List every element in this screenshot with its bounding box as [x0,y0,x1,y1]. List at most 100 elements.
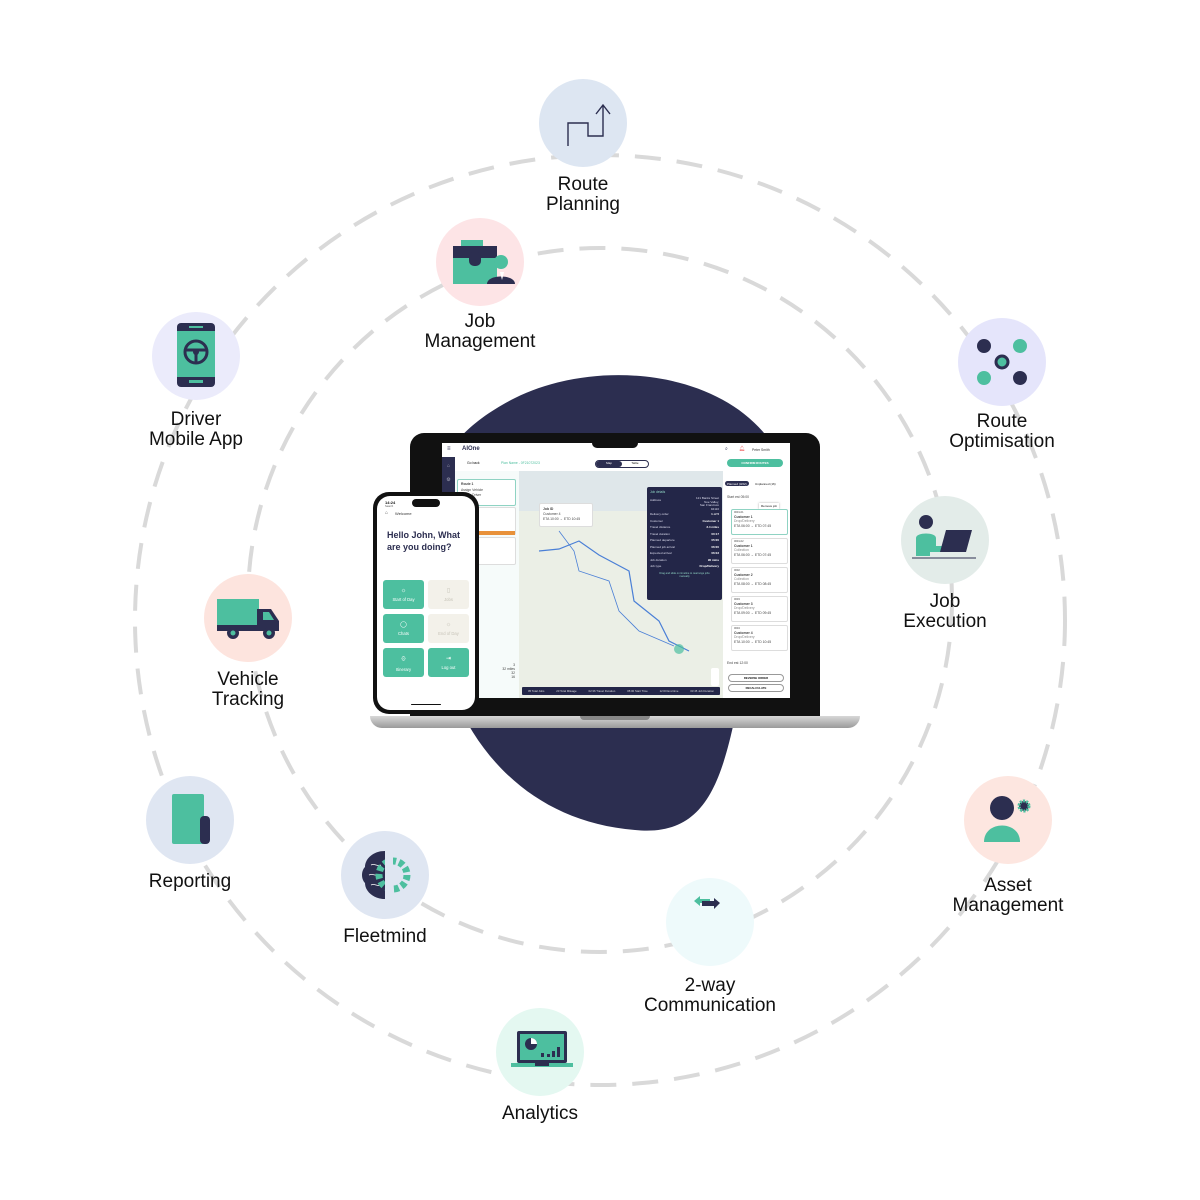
tile-label: End of Day [438,630,459,636]
desktop-app-screen: ≡ AIOne ⌕ 🔔︎ Peter Smith ⌂ ⚙ Go back Pla… [442,443,790,698]
job-details-hint: Drag and slide on timeline to rearrange … [659,571,710,578]
recalculate-button[interactable]: RECALCULATE [728,684,784,692]
brain-gear-icon [341,831,429,919]
tab-map[interactable]: Map [596,461,622,467]
planned-tab[interactable]: Planned (3/22) [725,481,749,486]
home-icon[interactable]: ⌂ [446,463,451,469]
tile-log-out[interactable]: ⇥ Log out [428,648,469,677]
clipboard-icon: ▯ [446,588,451,594]
sunrise-icon: ☼ [400,587,407,594]
timeline-end: End est 12:00 [727,661,748,665]
go-back-link[interactable]: Go back [467,461,480,465]
stat-value: 32 [511,671,515,675]
route-title: Route 1 [461,482,474,486]
back-to-search[interactable]: Search [385,505,394,508]
screen-title: Welcome [395,511,412,516]
document-icon [146,776,234,864]
home-icon[interactable]: ⌂ [385,510,389,516]
search-icon[interactable]: ⌕ [725,446,728,452]
tile-start-of-day[interactable]: ☼Start of Day [383,580,424,609]
nodes-icon [958,318,1046,406]
tile-itinerary[interactable]: ⌚︎Itinerary [383,648,424,677]
laptop-base [370,716,860,728]
feature-label: Job [929,591,961,612]
stat-value: 16 [511,675,515,679]
feature-label: Tracking [211,689,285,710]
vehicle-select[interactable]: Assign Vehicle [461,488,484,492]
feature-label: Route [557,174,609,195]
person-gear-icon [964,776,1052,864]
reverse-order-button[interactable]: REVERSE ORDER [728,674,784,682]
feature-label: Reporting [148,871,232,892]
feature-label: Asset [984,875,1032,896]
hamburger-menu-icon[interactable]: ≡ [447,446,451,452]
laptop-chart-icon [496,1008,584,1096]
route-stats: 3 32 miles 32 16 [495,663,515,679]
tab-table[interactable]: Table [631,461,639,465]
tile-label: Itinerary [395,666,412,672]
feature-label: Driver [170,409,222,430]
mobile-app-screen: 14:24 Search ⌂ Welcome Hello John, What … [377,496,475,710]
bidirectional-arrows-icon [666,878,754,966]
home-indicator [411,703,441,705]
phone-steering-wheel-icon [152,312,240,400]
unplanned-tab[interactable]: Unplanned (16) [755,482,776,486]
phone-dynamic-island [412,499,440,507]
zoom-controls[interactable] [711,668,719,686]
tile-jobs[interactable]: ▯ Jobs [428,580,469,609]
feature-label: Planning [546,194,620,215]
status-time: 14:24 [385,500,396,505]
timeline-panel: Planned (3/22) Unplanned (16) Start est … [723,471,790,698]
plan-name: Plan Name - 0F21072023 [501,461,540,465]
feature-label: Analytics [501,1103,579,1124]
feature-label: Route [976,411,1028,432]
tile-label: Jobs [444,597,453,602]
feature-label: Communication [644,995,776,1016]
job-popup-card[interactable]: Job ID Customer 4 ETA 10:00 → ETD 10:45 [539,503,593,527]
user-menu[interactable]: Peter Smith [752,448,770,452]
person-laptop-icon [901,496,989,584]
briefcase-person-icon [436,218,524,306]
tile-label: Chats [398,631,409,636]
feature-label: Execution [903,611,987,632]
notification-bell-icon[interactable]: 🔔︎ [739,446,746,452]
feature-label: Management [952,895,1064,916]
timeline-start: Start est 05:00 [727,495,750,499]
settings-icon[interactable]: ⚙ [446,477,451,483]
job-details-title: Job details [650,490,666,494]
summary-stat: 02:36 Travel Duration [588,689,616,693]
remove-job-button[interactable]: Remove job [759,503,780,509]
truck-icon [204,574,292,662]
confirm-routes-button[interactable]: CONFIRM ROUTES [727,459,783,467]
popup-customer: Customer 4 [543,512,561,516]
feature-label: Mobile App [148,429,243,450]
feature-label: Optimisation [949,431,1055,452]
summary-stat: 23 Total Mileage [556,689,577,693]
tile-end-of-day[interactable]: ☼ End of Day [428,614,469,643]
logout-icon: ⇥ [445,656,452,662]
feature-label: Fleetmind [343,926,427,947]
feature-label: 2-way [684,975,736,996]
summary-stat: 03:45 Job Duration [690,689,714,693]
feature-label: Vehicle [217,669,279,690]
greeting: Hello John, What are you doing? [387,530,460,552]
tile-label: Log out [441,665,456,670]
sunset-icon: ☼ [445,621,452,628]
feature-label: Job [464,311,496,332]
summary-stat: 05:00 Start Time [627,689,648,693]
tile-chats[interactable]: ◯Chats [383,614,424,643]
